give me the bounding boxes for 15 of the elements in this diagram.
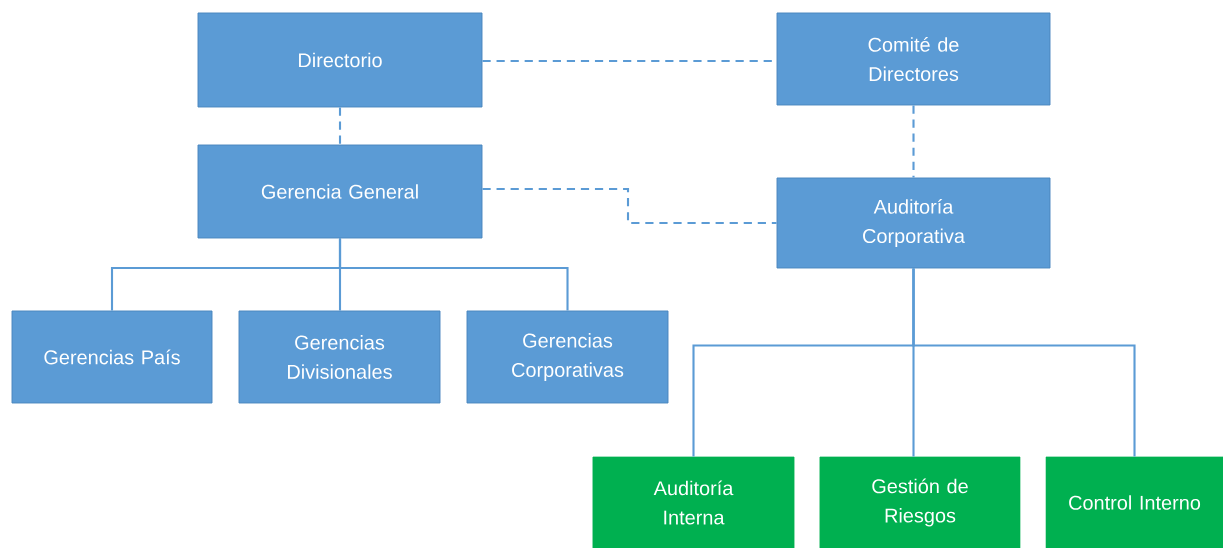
connector-line bbox=[912, 268, 1136, 457]
dashed-connector bbox=[482, 187, 777, 225]
dashed-connector bbox=[338, 107, 342, 145]
org-box: Directorio bbox=[197, 12, 483, 108]
org-box: Comité de Directores bbox=[776, 12, 1051, 106]
org-box: Gerencia General bbox=[197, 144, 483, 239]
org-box: Gerencias Divisionales bbox=[238, 310, 441, 404]
org-box: Gestión de Riesgos bbox=[819, 456, 1021, 548]
org-box: Gerencias Corporativas bbox=[466, 310, 669, 404]
connector-line bbox=[338, 238, 569, 311]
dashed-connector bbox=[912, 105, 915, 178]
org-box: Auditoría Corporativa bbox=[776, 177, 1051, 269]
org-box: Control Interno bbox=[1045, 456, 1223, 548]
org-box: Auditoría Interna bbox=[592, 456, 795, 548]
org-box: Gerencias País bbox=[11, 310, 213, 404]
